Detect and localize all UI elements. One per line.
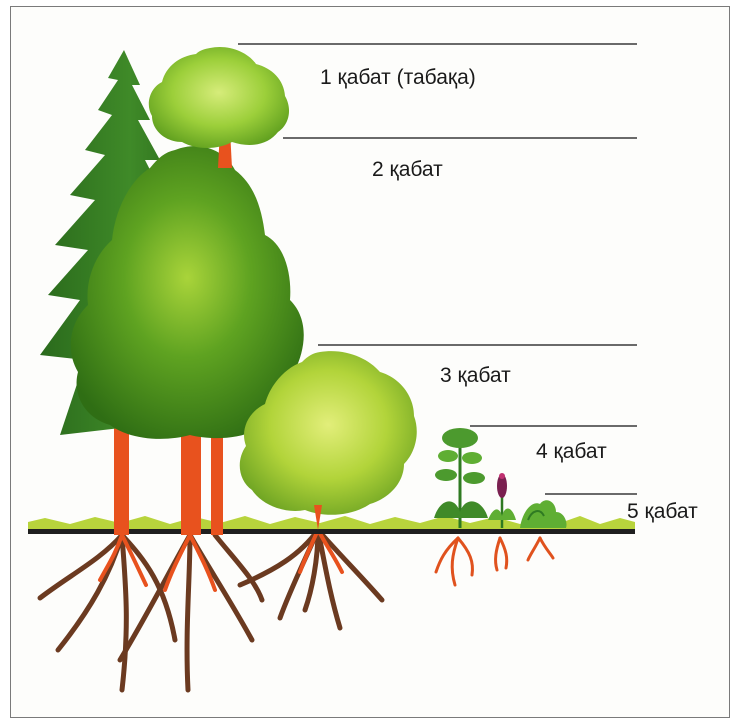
layer-4-label: 4 қабат (536, 440, 607, 464)
layer-3-label: 3 қабат (440, 364, 511, 388)
layer-2-label: 2 қабат (372, 158, 443, 182)
flower-icon (488, 473, 516, 528)
layer-5-label: 5 қабат (627, 500, 698, 524)
roots (40, 530, 553, 690)
top-canopy-tree-icon (149, 47, 289, 168)
layer-1-label: 1 қабат (табақа) (320, 66, 476, 90)
moss-icon (520, 500, 567, 528)
herb-icon (434, 428, 488, 528)
